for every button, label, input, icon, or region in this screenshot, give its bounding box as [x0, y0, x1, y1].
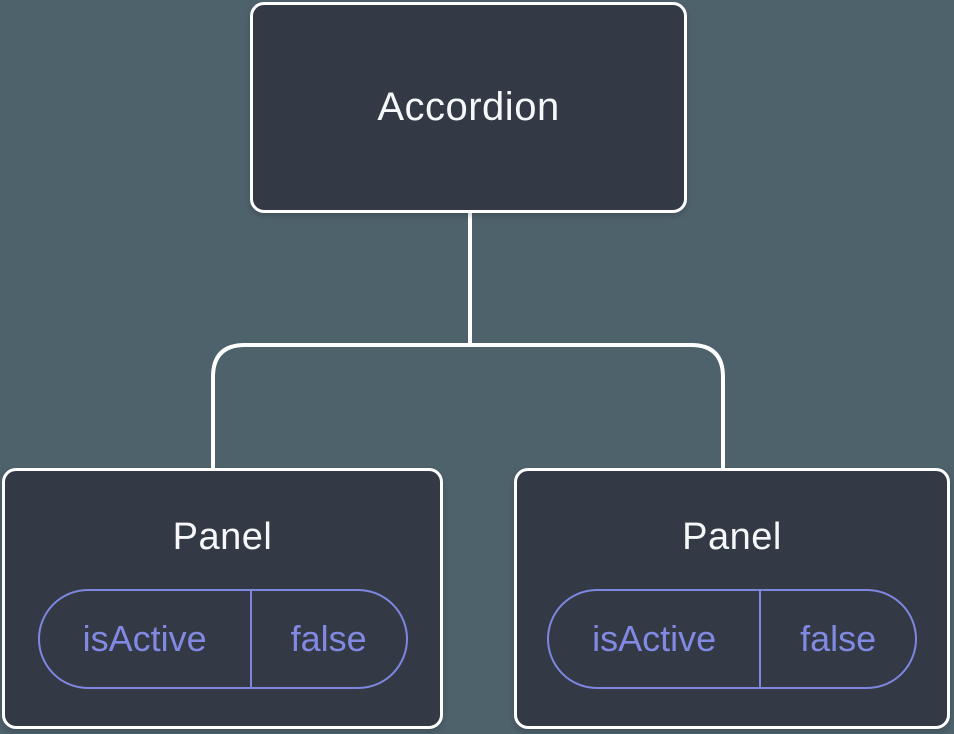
- accordion-node: Accordion: [250, 2, 687, 213]
- state-key-label: isActive: [40, 590, 252, 687]
- panel-node-right: Panel isActive false: [514, 468, 950, 729]
- branch-bracket-line: [211, 343, 725, 470]
- state-pill: isActive false: [37, 588, 408, 689]
- panel-node-left: Panel isActive false: [2, 468, 443, 729]
- state-value-label: false: [290, 617, 367, 659]
- panel-node-label: Panel: [172, 516, 273, 558]
- state-pill: isActive false: [547, 588, 917, 689]
- state-value-label: false: [800, 617, 877, 659]
- panel-node-label: Panel: [682, 516, 782, 558]
- accordion-node-label: Accordion: [377, 85, 560, 129]
- state-key-label: isActive: [549, 590, 762, 687]
